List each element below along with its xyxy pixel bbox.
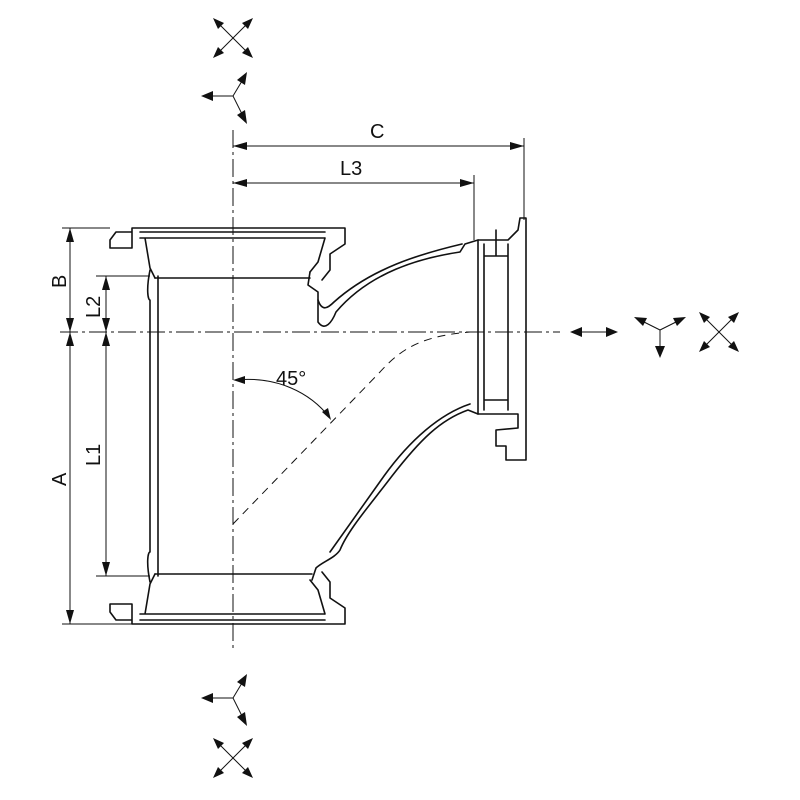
dimension-b-label: B — [49, 275, 71, 288]
four-way-arrow-icon-top — [213, 18, 253, 58]
branch-upper-wall — [307, 239, 479, 327]
bottom-flange — [109, 571, 346, 625]
dimension-c: C — [233, 121, 525, 220]
dimension-l3: L3 — [233, 158, 475, 240]
dimension-ab: B A — [49, 227, 132, 625]
branch-lower-wall — [311, 409, 479, 581]
bottom-flange-inner — [139, 573, 326, 621]
dimension-l3-label: L3 — [340, 158, 362, 180]
fitting-body — [109, 217, 527, 625]
run-pipe-left-wall — [146, 269, 151, 583]
double-arrow-icon-right — [570, 327, 618, 337]
dimension-l1-label: L1 — [83, 444, 105, 466]
angle-dimension: 45° — [233, 368, 331, 420]
top-flange — [109, 227, 346, 281]
dimension-l2-label: L2 — [83, 296, 105, 318]
three-way-arrow-icon-top — [201, 72, 247, 124]
dimension-c-label: C — [370, 121, 384, 143]
branch-flange-inner — [483, 229, 509, 411]
three-way-arrow-icon-right — [634, 317, 686, 358]
four-way-arrow-icon-right — [699, 312, 739, 352]
branch-path-dashed — [232, 331, 471, 525]
branch-lower-inner — [329, 403, 471, 553]
angle-arc — [235, 378, 331, 419]
dimension-l1-l2: L2 L1 — [83, 275, 150, 577]
branch-flange — [477, 217, 527, 461]
center-lines — [60, 130, 560, 650]
angle-arrowhead-left — [233, 376, 245, 384]
angle-label: 45° — [276, 368, 306, 390]
three-way-arrow-icon-bottom — [201, 674, 247, 726]
dimension-a-label: A — [49, 472, 71, 486]
four-way-arrow-icon-bottom — [213, 738, 253, 778]
branch-upper-inner — [317, 243, 463, 309]
angle-arrowhead-right — [322, 408, 331, 420]
